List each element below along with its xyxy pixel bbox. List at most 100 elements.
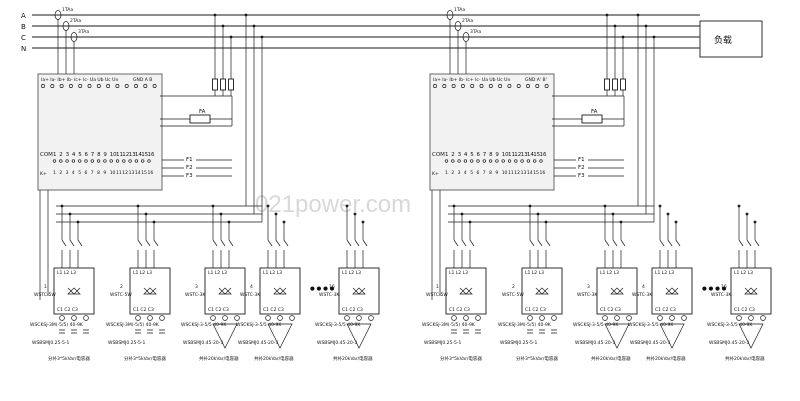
- capacitor-icon: [147, 329, 153, 334]
- capacitor-type-label: WSBSMJ0.25-5-1: [424, 340, 462, 346]
- capacitor-type-label: WSBSMJ0.45-20-3: [575, 340, 615, 346]
- breaker-contact: [228, 239, 234, 247]
- cap-terminal-icon: [736, 315, 742, 321]
- channel-number-bottom: 12: [122, 170, 128, 176]
- module-terminal-label: L1 L2 L3: [263, 270, 282, 276]
- channel-number-top: 4: [464, 152, 468, 158]
- terminal-icon: [115, 159, 120, 163]
- cap-terminal-icon: [356, 315, 362, 321]
- junction-dot: [221, 24, 225, 28]
- capacitor-type-label: WSBSMJ0.25-5-1: [32, 340, 70, 346]
- terminal-icon: [451, 159, 455, 163]
- switch-module-box: [730, 267, 772, 315]
- breaker-contact: [659, 239, 665, 247]
- switch-type-label: WSCKSJ-3-5/5 40-9K: [628, 322, 674, 328]
- module-terminal-label: L1 L2 L3: [600, 270, 619, 276]
- channel-number-top: 7: [483, 152, 487, 158]
- switch-module-box: [521, 267, 563, 315]
- branch-index-label: 16: [329, 284, 335, 290]
- branch-index-label: 3: [587, 284, 590, 290]
- breaker-contact: [738, 239, 744, 247]
- capacitor-icon: [551, 329, 557, 334]
- fa-label: FA: [591, 109, 598, 115]
- channel-number-top: 2: [451, 152, 455, 158]
- channel-number-top: 10: [502, 152, 509, 158]
- channel-number-top: 13: [521, 152, 528, 158]
- fuse-label-3: F3: [186, 173, 193, 179]
- breaker-contact: [469, 239, 475, 247]
- terminal-icon: [533, 159, 537, 163]
- cap-terminal-icon: [210, 315, 216, 321]
- thyristor-icon: [273, 287, 287, 295]
- capacitor-icon: [71, 329, 77, 334]
- controller-gnd-label: GND A' B': [525, 77, 547, 83]
- channel-number-bottom: 14: [527, 170, 533, 176]
- cap-terminal-icon: [475, 315, 481, 321]
- terminal-icon: [495, 159, 499, 163]
- cap-terminal-icon: [760, 315, 766, 321]
- terminal-icon: [106, 84, 111, 88]
- channel-number-top: 7: [91, 152, 95, 158]
- channel-number-top: 5: [470, 152, 474, 158]
- fa-box: [581, 114, 603, 124]
- capacitor-type-label: WSBSMJ0.45-20-3: [183, 340, 223, 346]
- channel-number-bottom: 15: [141, 170, 147, 176]
- switch-type-label: WSCKSJ-3M(-5/5) 40-9K: [498, 322, 552, 328]
- channel-number-top: 8: [97, 152, 101, 158]
- fuse-icon: [220, 78, 226, 91]
- fuse-icon: [612, 78, 618, 91]
- switch-type-label: WSCKSJ-3-5/5 40-9K: [181, 322, 227, 328]
- channel-number-top: 5: [78, 152, 82, 158]
- terminal-icon: [507, 84, 512, 88]
- capacitor-group-label: 共补20kVar/电容器: [591, 355, 631, 362]
- capacitor-group-label: 共补20kVar/电容器: [725, 355, 765, 362]
- channel-number-bottom: 5: [78, 170, 81, 176]
- breaker-contact: [61, 239, 67, 247]
- breaker-contact: [545, 239, 551, 247]
- cap-terminal-icon: [681, 315, 687, 321]
- breaker-contact: [362, 239, 368, 247]
- terminal-icon: [470, 159, 474, 163]
- terminal-icon: [143, 84, 148, 88]
- breaker-contact: [220, 239, 226, 247]
- channel-number-top: 16: [540, 152, 547, 158]
- controller-gnd-label: GND A B: [133, 77, 152, 83]
- breaker-contact: [604, 239, 610, 247]
- fa-box: [189, 114, 211, 124]
- branch-index-label: 1: [44, 284, 47, 290]
- controller-terminal-label: Ia+ Ia- Ib+ Ib- Ic+ Ic- Ua Ub Uc Un: [433, 77, 510, 83]
- breaker-contact: [346, 239, 352, 247]
- branch-index-label: 4: [642, 284, 645, 290]
- branch-index-label: 2: [512, 284, 515, 290]
- breaker-contact: [69, 239, 75, 247]
- cap-terminal-icon: [551, 315, 557, 321]
- capacitor-type-label: WSBSMJ0.45-20-3: [709, 340, 749, 346]
- channel-number-top: 15: [533, 152, 540, 158]
- cap-terminal-icon: [344, 315, 350, 321]
- channel-number-top: 3: [66, 152, 70, 158]
- breaker-contact: [620, 239, 626, 247]
- channel-number-top: 12: [514, 152, 521, 158]
- junction-dot: [613, 24, 617, 28]
- terminal-icon: [482, 159, 486, 163]
- capacitor-type-label: WSBSMJ0.25-5-1: [108, 340, 146, 346]
- terminal-icon: [444, 159, 449, 163]
- capacitor-group-label: 共补20kVar/电容器: [333, 355, 373, 362]
- fa-label: FA: [199, 109, 206, 115]
- terminal-icon: [90, 159, 94, 163]
- channel-number-bottom: 8: [489, 170, 492, 176]
- channel-number-top: 6: [85, 152, 89, 158]
- capacitor-type-label: WSBSMJ0.45-20-3: [238, 340, 278, 346]
- fuse-icon: [604, 78, 610, 91]
- ct-label: 2TAa: [70, 18, 81, 24]
- thyristor-icon: [665, 287, 679, 295]
- branch-index-label: 2: [120, 284, 123, 290]
- ct-label: 1TAa: [454, 7, 465, 13]
- module-terminal-label: L1 L2 L3: [525, 270, 544, 276]
- cap-terminal-icon: [234, 315, 240, 321]
- ct-label: 3TAa: [78, 29, 89, 35]
- breaker-contact: [354, 239, 360, 247]
- channel-number-top: 1: [445, 152, 449, 158]
- breaker-contact: [137, 239, 143, 247]
